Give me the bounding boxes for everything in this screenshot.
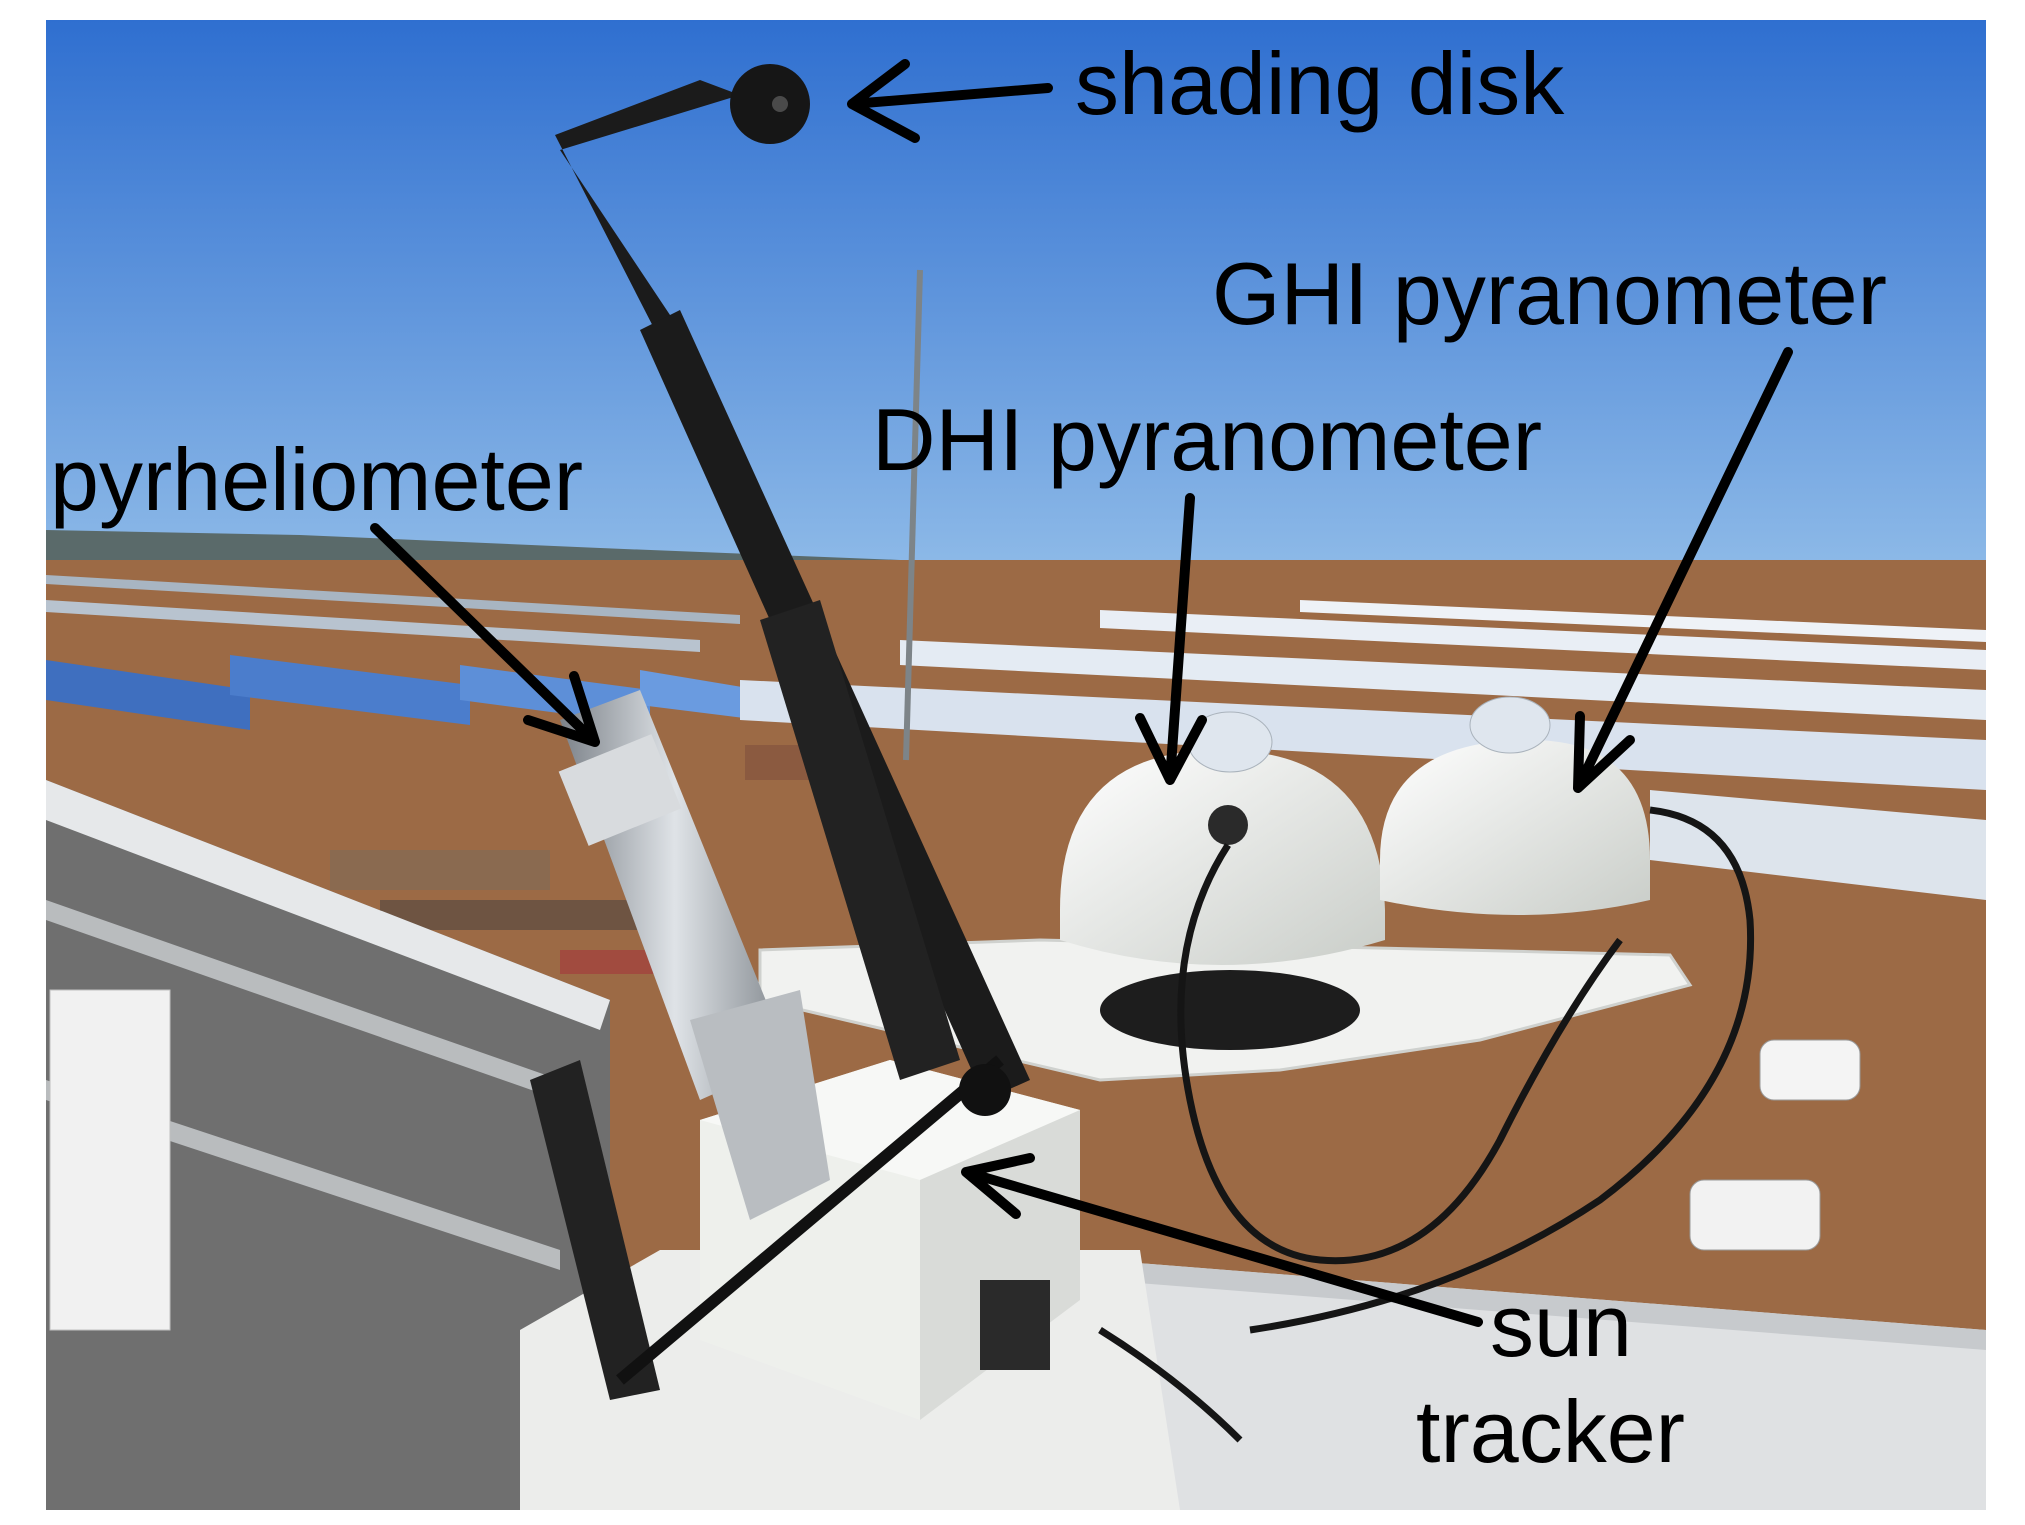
- arrow-ghi-pyranometer: [1573, 347, 1793, 793]
- sky: [46, 20, 1986, 580]
- label-shading-disk: shading disk: [1075, 34, 1565, 133]
- label-ghi-pyranometer: GHI pyranometer: [1212, 244, 1887, 343]
- arrow-pyrheliometer: [370, 523, 600, 747]
- vehicles: [1689, 1039, 1861, 1251]
- arrow-shading-disk: [847, 59, 1053, 143]
- annotation-arrows: [370, 59, 1793, 1327]
- photo-frame: [46, 20, 1986, 1510]
- arrow-sun-tracker: [961, 1153, 1483, 1327]
- label-pyrheliometer: pyrheliometer: [50, 430, 584, 529]
- white-van: [1759, 1039, 1861, 1101]
- shading-disk-object: [730, 64, 810, 144]
- arrow-dhi-pyranometer: [1135, 493, 1207, 785]
- solar-mirror-rows-right: [740, 600, 1986, 900]
- label-sun-tracker-line2: tracker: [1416, 1382, 1685, 1481]
- label-dhi-pyranometer: DHI pyranometer: [872, 390, 1543, 489]
- shading-arm: [530, 80, 1030, 1400]
- label-sun-tracker-line1: sun: [1490, 1276, 1632, 1375]
- solar-mirror-rows-left: [46, 575, 760, 730]
- lightning-rod: [903, 269, 923, 761]
- cables: [1098, 806, 1755, 1443]
- white-pickup: [1689, 1179, 1821, 1251]
- pyrheliometer-tube: [558, 690, 830, 1220]
- rooftop-cabinet: [49, 989, 171, 1331]
